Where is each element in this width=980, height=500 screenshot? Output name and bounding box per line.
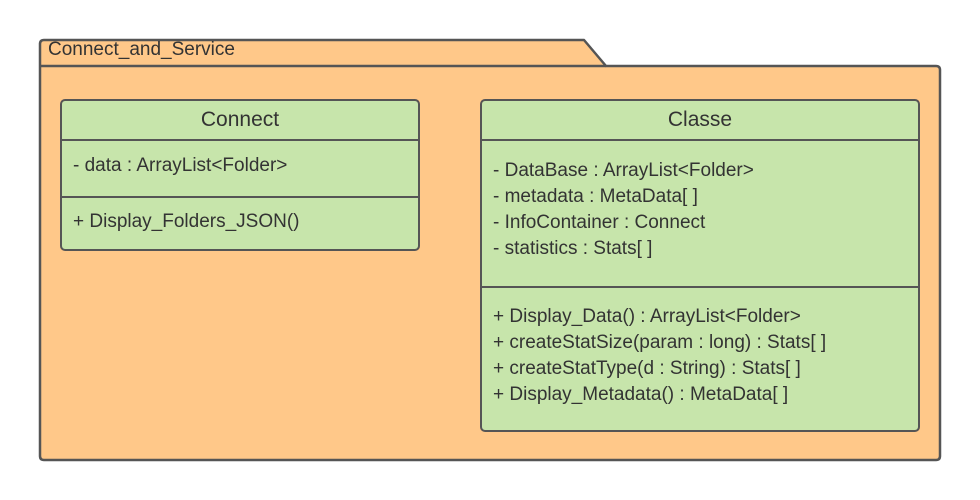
package-name: Connect_and_Service	[48, 39, 235, 60]
attribute: - InfoContainer : Connect	[493, 212, 706, 233]
class-box-connect[interactable]: Connect - data : ArrayList<Folder> + Dis…	[60, 99, 420, 251]
attribute: - statistics : Stats[ ]	[493, 238, 653, 259]
operation: + createStatType(d : String) : Stats[ ]	[493, 358, 801, 379]
operations-section: + Display_Data() : ArrayList<Folder> + c…	[482, 288, 918, 408]
operation: + Display_Folders_JSON()	[73, 211, 300, 232]
attributes-section: - DataBase : ArrayList<Folder> - metadat…	[482, 141, 918, 288]
operation: + Display_Metadata() : MetaData[ ]	[493, 384, 789, 405]
class-name: Connect	[62, 101, 418, 141]
operation: + Display_Data() : ArrayList<Folder>	[493, 306, 801, 327]
class-box-classe[interactable]: Classe - DataBase : ArrayList<Folder> - …	[480, 99, 920, 432]
attribute: - DataBase : ArrayList<Folder>	[493, 160, 754, 181]
attribute: - data : ArrayList<Folder>	[73, 155, 288, 176]
attribute: - metadata : MetaData[ ]	[493, 186, 698, 207]
operation: + createStatSize(param : long) : Stats[ …	[493, 332, 827, 353]
operations-section: + Display_Folders_JSON()	[62, 198, 418, 235]
class-name: Classe	[482, 101, 918, 141]
attributes-section: - data : ArrayList<Folder>	[62, 141, 418, 198]
